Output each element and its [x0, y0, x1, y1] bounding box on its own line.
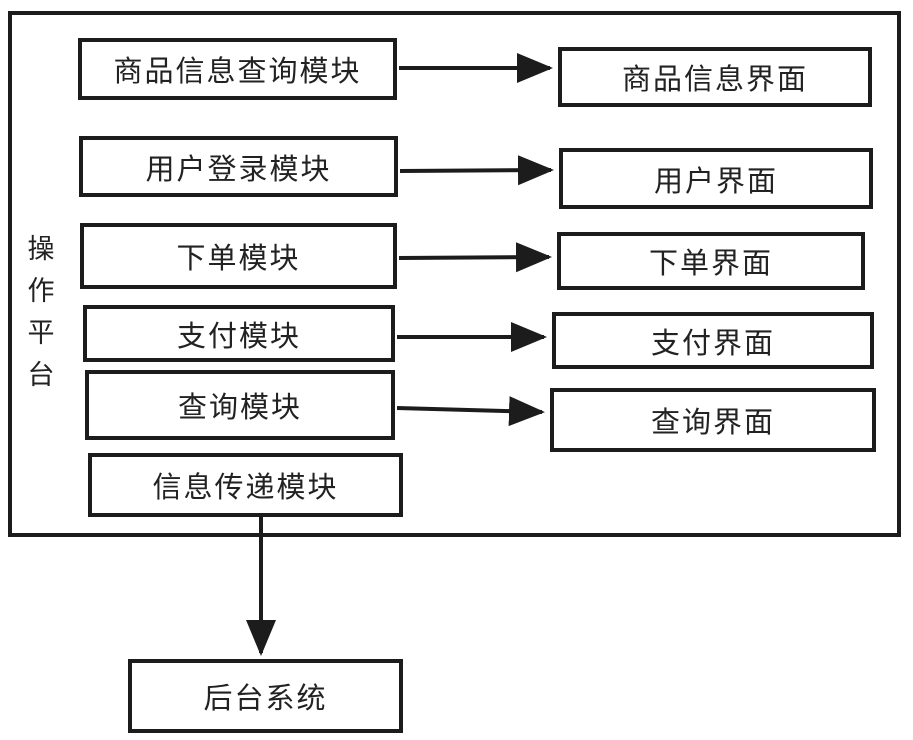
interface-label: 商品信息界面 [621, 64, 808, 96]
module-label: 下单模块 [176, 243, 301, 275]
interface-box-query: 查询界面 [550, 388, 876, 452]
interface-box-user: 用户界面 [559, 148, 873, 209]
module-box-payment: 支付模块 [83, 305, 395, 362]
interface-box-place-order: 下单界面 [557, 232, 865, 290]
backend-system-box: 后台系统 [128, 659, 403, 733]
platform-container-box [8, 11, 901, 537]
module-label: 查询模块 [177, 392, 302, 424]
module-label: 用户登录模块 [145, 153, 332, 186]
interface-box-product-info: 商品信息界面 [558, 47, 872, 107]
module-box-query: 查询模块 [85, 370, 395, 440]
interface-label: 查询界面 [650, 407, 775, 439]
module-box-place-order: 下单模块 [80, 223, 397, 289]
platform-label: 操作平台 [27, 234, 55, 390]
module-label: 支付模块 [176, 320, 301, 353]
interface-label: 支付界面 [650, 327, 775, 360]
module-box-product-info-query: 商品信息查询模块 [78, 38, 397, 100]
module-label: 信息传递模块 [152, 472, 339, 504]
interface-label: 用户界面 [653, 165, 778, 198]
module-label: 商品信息查询模块 [113, 56, 362, 88]
interface-label: 下单界面 [648, 248, 773, 280]
backend-label: 后台系统 [203, 683, 328, 715]
module-box-user-login: 用户登录模块 [79, 136, 398, 197]
interface-box-payment: 支付界面 [552, 312, 874, 369]
module-box-info-transfer: 信息传递模块 [88, 453, 403, 517]
